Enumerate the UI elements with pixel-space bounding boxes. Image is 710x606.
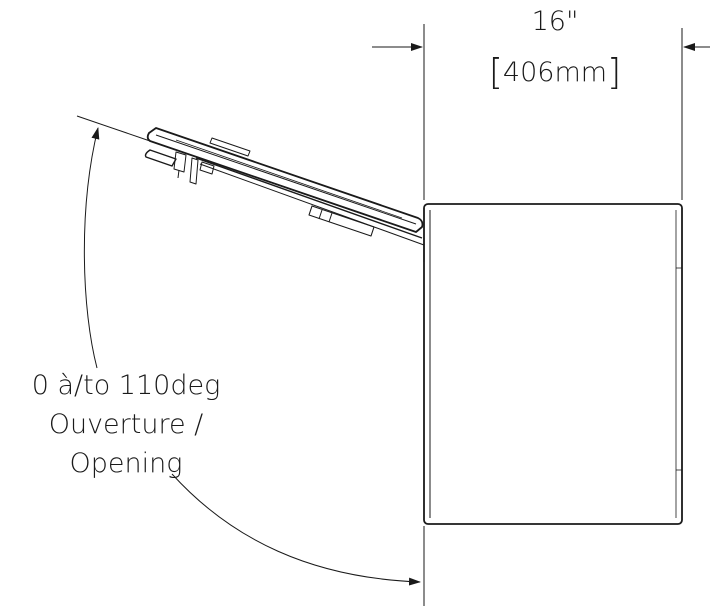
opening-angle-label: 0 à/to 110deg Ouverture / Opening xyxy=(8,366,244,483)
angle-arc-lower xyxy=(171,473,421,586)
open-lid xyxy=(144,127,425,262)
angle-extension-line xyxy=(76,115,151,142)
bracket-close: ] xyxy=(607,52,622,93)
opening-angle-line1: 0 à/to 110deg xyxy=(31,370,221,401)
opening-angle-line3: Opening xyxy=(69,448,183,479)
opening-angle-line2: Ouverture / xyxy=(48,409,204,440)
cabinet-body xyxy=(423,203,683,525)
dimension-width-imperial: 16" xyxy=(531,6,579,37)
bracket-open: [ xyxy=(488,52,503,93)
width-dimension xyxy=(372,24,710,200)
dimension-metric-value: 406mm xyxy=(502,57,608,88)
dimension-width-metric: [406mm] xyxy=(478,52,632,93)
angle-dimension xyxy=(76,115,425,606)
angle-arc-upper xyxy=(83,127,100,369)
